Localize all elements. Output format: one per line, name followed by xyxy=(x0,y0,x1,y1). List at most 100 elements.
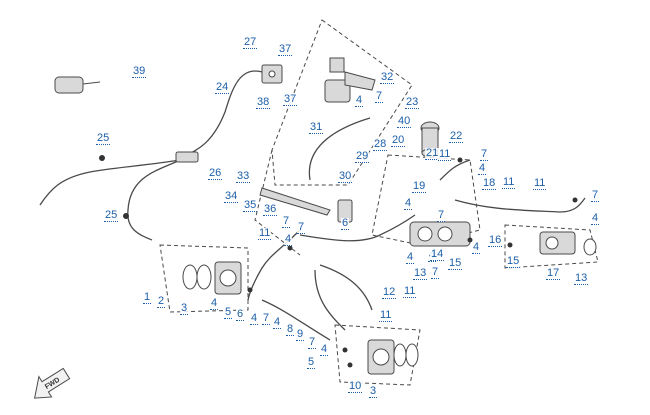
callout-label[interactable]: 7 xyxy=(437,209,446,222)
callout-label[interactable]: 25 xyxy=(96,132,111,145)
brake-light-switch-part xyxy=(54,76,101,94)
callout-label[interactable]: 4 xyxy=(472,241,481,254)
callout-label[interactable]: 27 xyxy=(243,36,258,49)
center-caliper-part xyxy=(409,221,471,247)
callout-label[interactable]: 4 xyxy=(284,233,293,246)
callout-label[interactable]: 22 xyxy=(449,130,464,143)
master-cylinder-part xyxy=(324,57,376,103)
callout-label[interactable]: 11 xyxy=(379,309,393,322)
callout-label[interactable]: 13 xyxy=(574,272,589,285)
bolt-part xyxy=(467,237,473,243)
upper-rear-hose xyxy=(439,159,471,181)
callout-label[interactable]: 19 xyxy=(412,180,427,193)
callout-label[interactable]: 7 xyxy=(431,266,440,279)
callout-label[interactable]: 7 xyxy=(262,312,271,325)
callout-label[interactable]: 11 xyxy=(502,176,516,189)
callout-label[interactable]: 7 xyxy=(591,189,600,202)
callout-label[interactable]: 25 xyxy=(104,209,119,222)
right-caliper-group-frame xyxy=(504,224,599,269)
callout-label[interactable]: 29 xyxy=(355,150,370,163)
callout-label[interactable]: 7 xyxy=(308,336,317,349)
front-right-hose xyxy=(314,269,346,331)
callout-label[interactable]: 3 xyxy=(369,385,378,398)
callout-label[interactable]: 4 xyxy=(355,94,364,107)
callout-label[interactable]: 5 xyxy=(307,356,316,369)
callout-label[interactable]: 1 xyxy=(143,291,152,304)
callout-label[interactable]: 36 xyxy=(263,203,278,216)
parking-lever-part xyxy=(261,64,283,84)
callout-label[interactable]: 16 xyxy=(488,234,503,247)
callout-label[interactable]: 39 xyxy=(132,65,147,78)
callout-label[interactable]: 40 xyxy=(397,115,412,128)
front-left-hose xyxy=(247,229,301,301)
callout-label[interactable]: 14 xyxy=(430,248,445,261)
callout-label[interactable]: 7 xyxy=(282,215,291,228)
callout-label[interactable]: 4 xyxy=(404,197,413,210)
callout-label[interactable]: 24 xyxy=(215,81,230,94)
callout-label[interactable]: 20 xyxy=(391,134,406,147)
center-hose xyxy=(308,117,371,181)
callout-label[interactable]: 11 xyxy=(258,227,272,240)
bolt-part xyxy=(457,157,463,163)
callout-label[interactable]: 33 xyxy=(236,170,251,183)
callout-label[interactable]: 11 xyxy=(403,285,417,298)
callout-label[interactable]: 4 xyxy=(591,212,600,225)
callout-label[interactable]: 7 xyxy=(480,148,489,161)
callout-label[interactable]: 10 xyxy=(348,380,363,393)
middle-hose xyxy=(299,214,416,242)
front-brake-hose-2 xyxy=(127,159,181,241)
front-right-caliper-part xyxy=(367,339,419,375)
callout-label[interactable]: 15 xyxy=(506,255,521,268)
callout-label[interactable]: 9 xyxy=(296,328,305,341)
callout-label[interactable]: 23 xyxy=(405,96,420,109)
callout-label[interactable]: 4 xyxy=(250,312,259,325)
callout-label[interactable]: 37 xyxy=(283,93,298,106)
callout-label[interactable]: 8 xyxy=(286,323,295,336)
callout-label[interactable]: 38 xyxy=(256,96,271,109)
bolt-part xyxy=(99,155,105,161)
callout-label[interactable]: 3 xyxy=(180,302,189,315)
callout-label[interactable]: 15 xyxy=(448,257,463,270)
callout-label[interactable]: 6 xyxy=(341,217,350,230)
callout-label[interactable]: 4 xyxy=(210,297,219,310)
front-right-caliper-group-frame xyxy=(334,324,421,386)
mid-lower-hose xyxy=(319,264,373,311)
callout-label[interactable]: 2 xyxy=(157,295,166,308)
callout-label[interactable]: 6 xyxy=(236,308,245,321)
callout-label[interactable]: 28 xyxy=(373,138,388,151)
pedal-linkage-part xyxy=(259,187,331,216)
callout-label[interactable]: 12 xyxy=(382,286,397,299)
left-brake-cable xyxy=(39,159,181,206)
callout-label[interactable]: 32 xyxy=(380,71,395,84)
callout-label[interactable]: 13 xyxy=(413,267,428,280)
callout-label[interactable]: 5 xyxy=(224,306,233,319)
callout-label[interactable]: 4 xyxy=(273,316,282,329)
master-cylinder-group-frame xyxy=(271,19,413,186)
callout-label[interactable]: 31 xyxy=(309,121,324,134)
leader-frame-left xyxy=(254,149,301,256)
bolt-part xyxy=(572,197,578,203)
front-left-caliper-group-frame xyxy=(159,244,249,313)
callout-label[interactable]: 26 xyxy=(208,167,223,180)
callout-label[interactable]: 18 xyxy=(482,177,497,190)
bolt-part xyxy=(287,245,293,251)
callout-label[interactable]: 11 xyxy=(438,148,452,161)
callout-label[interactable]: 4 xyxy=(320,343,329,356)
callout-label[interactable]: 17 xyxy=(546,267,561,280)
callout-label[interactable]: 37 xyxy=(278,43,293,56)
callout-label[interactable]: 35 xyxy=(243,199,258,212)
bolt-part xyxy=(347,362,353,368)
callout-label[interactable]: 34 xyxy=(224,190,239,203)
callout-label[interactable]: 21 xyxy=(425,147,440,160)
callout-label[interactable]: 30 xyxy=(338,170,353,183)
callout-label[interactable]: 11 xyxy=(533,177,547,190)
callout-label[interactable]: 4 xyxy=(406,251,415,264)
front-left-caliper-part xyxy=(182,261,242,295)
callout-label[interactable]: 7 xyxy=(375,90,384,103)
callout-label[interactable]: 4 xyxy=(478,162,487,175)
rear-hose xyxy=(454,197,586,213)
forward-arrow-icon xyxy=(34,367,71,399)
callout-label[interactable]: 7 xyxy=(297,221,306,234)
